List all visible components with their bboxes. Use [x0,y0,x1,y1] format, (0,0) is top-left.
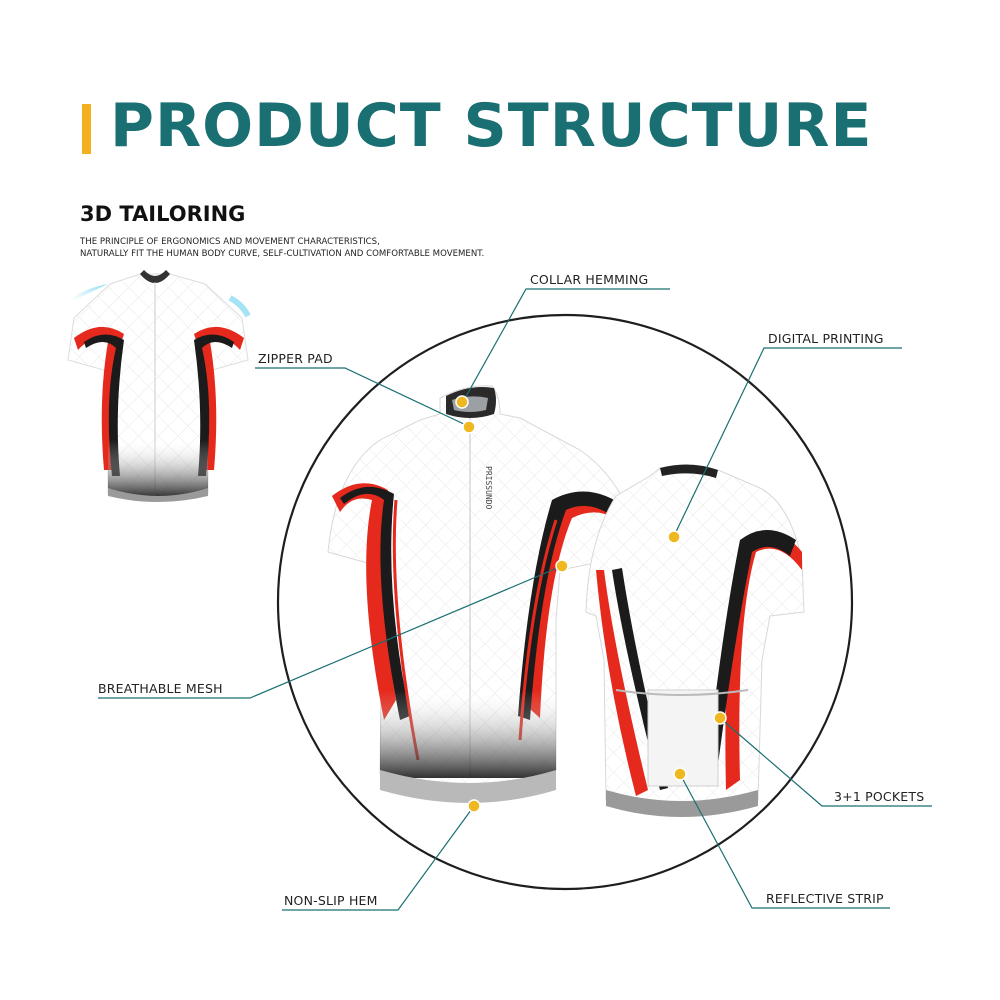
label-breathable-mesh: BREATHABLE MESH [98,681,223,696]
reflective-strip-marker [673,767,687,781]
digital-printing-marker [667,530,681,544]
page-title: PRODUCT STRUCTURE [110,91,873,161]
pockets-line [719,717,932,807]
non-slip-hem-marker [467,799,481,813]
label-zipper-pad: ZIPPER PAD [258,351,333,366]
digital-printing-line [673,347,902,537]
large-jersey-back [585,464,805,817]
collar-hemming-marker [455,395,469,409]
zipper-pad-marker [462,420,476,434]
pockets-marker [713,711,727,725]
collar-hemming-line [463,288,670,401]
feature-circle [276,313,854,891]
title-accent-bar [82,104,91,154]
section-description: THE PRINCIPLE OF ERGONOMICS AND MOVEMENT… [80,236,484,260]
description-line: NATURALLY FIT THE HUMAN BODY CURVE, SELF… [80,249,485,259]
label-pockets: 3+1 POCKETS [834,789,925,804]
small-jersey-front [67,270,251,502]
zipper-pad-line [255,367,469,427]
large-jersey-front: PRISSUNDO [327,385,641,803]
svg-text:PRISSUNDO: PRISSUNDO [484,466,493,510]
label-reflective-strip: REFLECTIVE STRIP [766,891,884,906]
label-collar-hemming: COLLAR HEMMING [530,272,649,287]
callout-lines [98,288,932,911]
callout-markers [455,395,727,813]
breathable-mesh-marker [555,559,569,573]
label-digital-printing: DIGITAL PRINTING [768,331,884,346]
description-line: THE PRINCIPLE OF ERGONOMICS AND MOVEMENT… [80,237,380,247]
breathable-mesh-line [98,565,563,699]
non-slip-hem-line [282,805,475,911]
reflective-strip-line [679,773,890,909]
label-non-slip-hem: NON-SLIP HEM [284,893,378,908]
section-heading: 3D TAILORING [80,202,246,226]
